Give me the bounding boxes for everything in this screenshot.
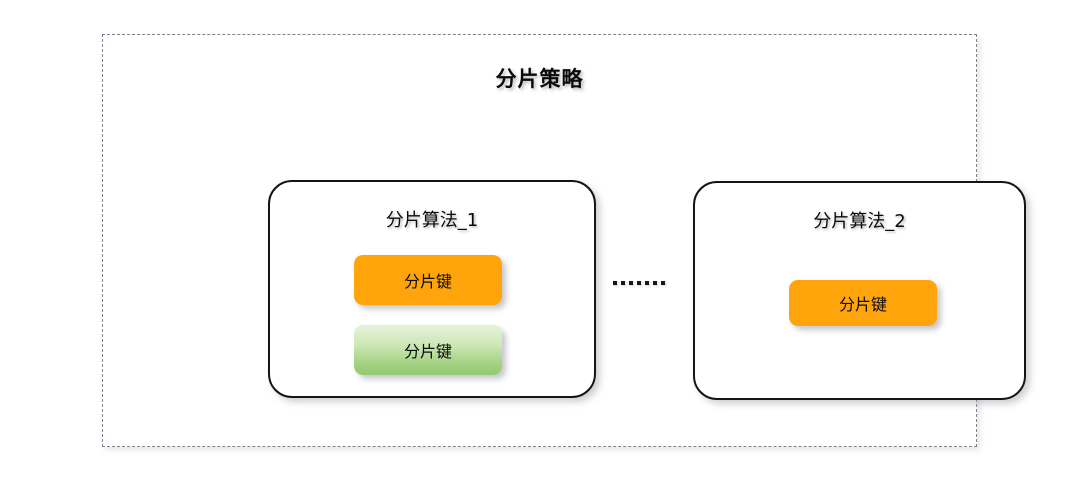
shard-key-chip-orange-2[interactable]: 分片键 bbox=[789, 280, 937, 326]
ellipsis-separator bbox=[613, 281, 665, 285]
sharding-algorithm-1-label: 分片算法_1 bbox=[385, 210, 479, 231]
shard-key-chip-orange-1[interactable]: 分片键 bbox=[354, 255, 502, 305]
shard-key-chip-green-1[interactable]: 分片键 bbox=[354, 325, 502, 375]
sharding-algorithm-1-box[interactable]: 分片算法_1 分片键 分片键 bbox=[268, 180, 596, 398]
ellipsis-dot bbox=[621, 281, 625, 285]
ellipsis-dot bbox=[661, 281, 665, 285]
ellipsis-dot bbox=[653, 281, 657, 285]
ellipsis-dot bbox=[613, 281, 617, 285]
ellipsis-dot bbox=[629, 281, 633, 285]
ellipsis-dot bbox=[645, 281, 649, 285]
sharding-algorithm-2-box[interactable]: 分片算法_2 分片键 bbox=[693, 181, 1026, 400]
diagram-title: 分片策略 bbox=[495, 67, 584, 91]
sharding-algorithm-2-label: 分片算法_2 bbox=[813, 211, 906, 232]
ellipsis-dot bbox=[637, 281, 641, 285]
sharding-strategy-container: 分片策略 分片算法_1 分片键 分片键 分片算法_2 分片键 bbox=[102, 34, 1026, 447]
